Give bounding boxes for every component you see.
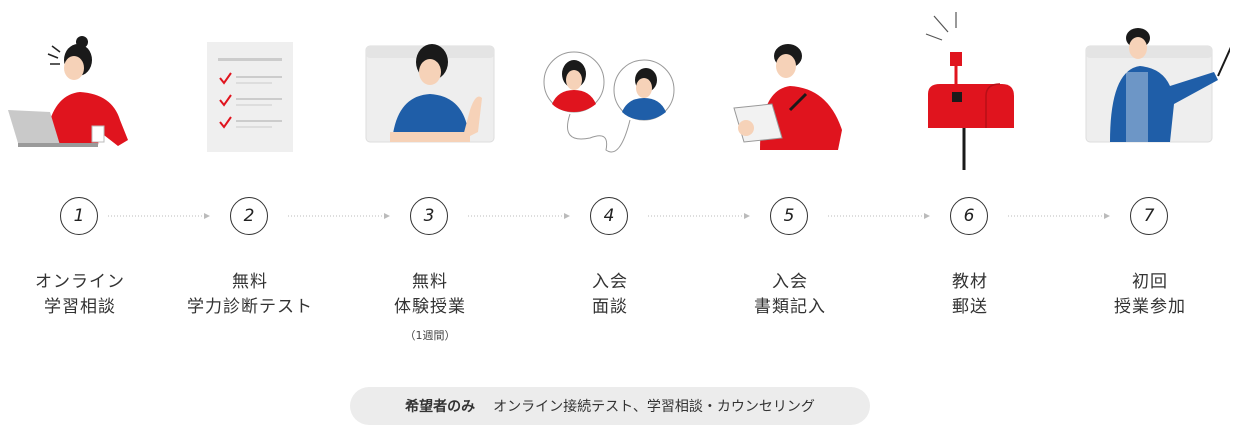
step-label-line2: 郵送 <box>952 297 988 317</box>
mailbox-illustration <box>925 12 1014 170</box>
step-number-5: 5 <box>770 197 808 235</box>
step-label-6: 教材 郵送 <box>890 270 1050 320</box>
step-label-line2: 学力診断テスト <box>187 297 313 317</box>
step-label-1: オンライン 学習相談 <box>0 270 160 320</box>
arrow-5-6 <box>828 213 930 219</box>
step-2: 2 無料 学力診断テスト <box>170 0 330 360</box>
step-3: 3 無料 体験授業 （1週間） <box>350 0 510 360</box>
arrow-6-7 <box>1008 213 1110 219</box>
checklist-illustration <box>207 42 293 152</box>
step-label-line1: 入会 <box>592 272 628 292</box>
arrow-4-5 <box>648 213 750 219</box>
step-label-line1: 入会 <box>772 272 808 292</box>
step-label-line2: 授業参加 <box>1114 297 1186 317</box>
step-label-line1: 無料 <box>232 272 268 292</box>
online-consultation-illustration <box>8 36 128 147</box>
step-number-6: 6 <box>950 197 988 235</box>
step-label-5: 入会 書類記入 <box>710 270 870 320</box>
step-label-line1: オンライン <box>35 272 125 292</box>
step-label-line1: 初回 <box>1132 272 1168 292</box>
optional-label: 希望者のみ <box>405 399 476 415</box>
step-number-4: 4 <box>590 197 628 235</box>
step-7: 7 初回 授業参加 <box>1070 0 1230 360</box>
step-6: 6 教材 郵送 <box>890 0 1050 360</box>
arrow-1-2 <box>108 213 210 219</box>
optional-services-text: オンライン接続テスト、学習相談・カウンセリング <box>493 399 815 415</box>
interview-illustration <box>543 51 675 153</box>
step-label-line1: 教材 <box>952 272 988 292</box>
step-5: 5 入会 書類記入 <box>710 0 870 360</box>
optional-services-note: 希望者のみ オンライン接続テスト、学習相談・カウンセリング <box>350 387 870 425</box>
first-lesson-illustration <box>1085 28 1230 143</box>
step-label-4: 入会 面談 <box>530 270 690 320</box>
step-number-2: 2 <box>230 197 268 235</box>
arrow-3-4 <box>468 213 570 219</box>
step-label-7: 初回 授業参加 <box>1070 270 1230 320</box>
step-1: 1 オンライン 学習相談 <box>0 0 160 360</box>
step-label-line1: 無料 <box>412 272 448 292</box>
document-writing-illustration <box>733 44 842 150</box>
step-4: 4 入会 面談 <box>530 0 690 360</box>
step-number-3: 3 <box>410 197 448 235</box>
step-label-line2: 書類記入 <box>754 297 826 317</box>
arrow-2-3 <box>288 213 390 219</box>
step-label-line2: 体験授業 <box>394 297 466 317</box>
step-note: （1週間） <box>404 329 456 342</box>
step-label-3: 無料 体験授業 <box>350 270 510 320</box>
step-label-2: 無料 学力診断テスト <box>170 270 330 320</box>
step-label-line2: 面談 <box>592 297 628 317</box>
step-label-line2: 学習相談 <box>44 297 116 317</box>
step-number-7: 7 <box>1130 197 1168 235</box>
step-number-1: 1 <box>60 197 98 235</box>
trial-lesson-illustration <box>365 44 495 143</box>
